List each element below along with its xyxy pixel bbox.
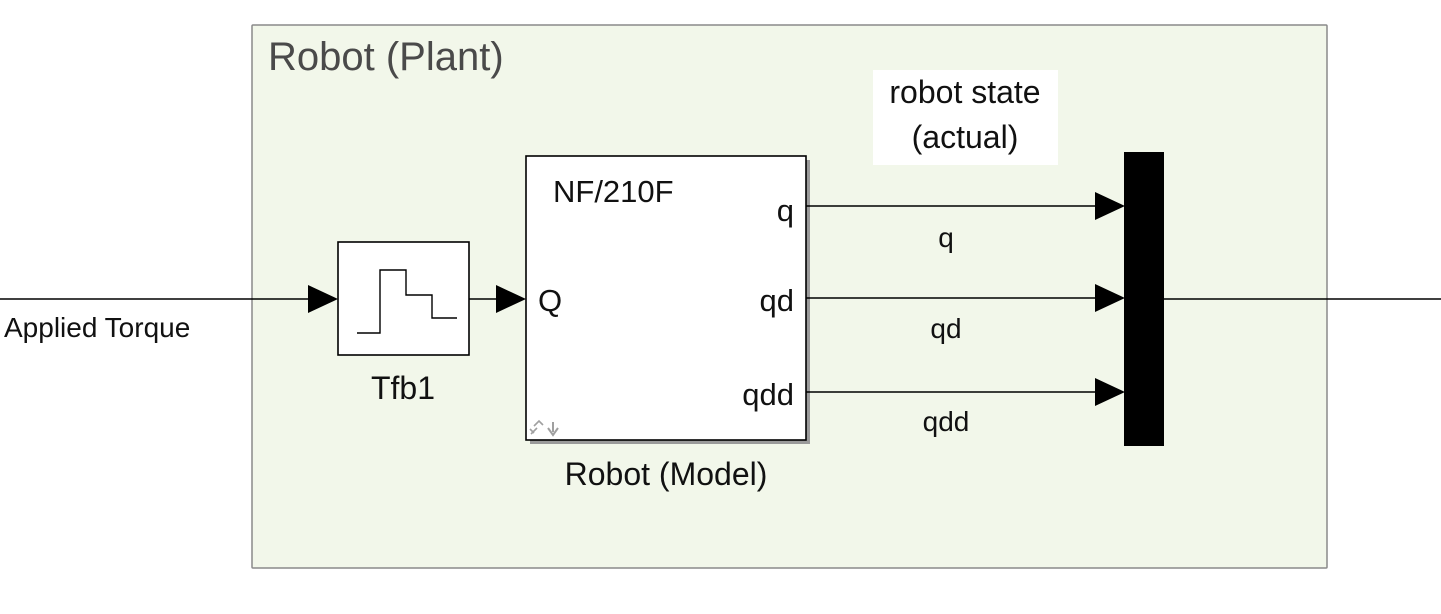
arrowhead-icon [308,285,338,313]
applied-torque-signal-line[interactable] [0,285,338,313]
robot-output-port-qd: qd [760,283,794,318]
mux-block[interactable] [1124,152,1164,446]
tfb1-block[interactable] [337,241,470,356]
annotation-line-1: robot state [889,74,1040,110]
robot-state-annotation[interactable]: robot state (actual) [873,70,1058,165]
robot-output-port-qdd: qdd [742,377,794,412]
robot-output-port-q: q [777,193,794,228]
robot-input-port-q-upper: Q [538,283,562,318]
tfb1-block-name: Tfb1 [371,370,435,406]
mux-bar [1124,152,1164,446]
area-title: Robot (Plant) [268,35,504,79]
robot-model-block-name: Robot (Model) [565,456,768,492]
robot-model-label: NF/210F [553,174,674,209]
tfb1-to-robot-signal-line[interactable] [469,285,526,313]
qd-signal-line[interactable] [806,284,1125,312]
q-signal-label: q [938,222,954,253]
applied-torque-label: Applied Torque [4,312,190,343]
annotation-line-2: (actual) [912,119,1019,155]
robot-model-block[interactable]: NF/210F Q q qd qdd [525,155,810,444]
qd-signal-label: qd [930,313,961,344]
qdd-signal-label: qdd [923,406,970,437]
arrowhead-icon [496,285,526,313]
tfb1-block-body [337,241,470,356]
library-link-icon[interactable] [529,419,559,437]
arrowhead-icon [1095,284,1125,312]
arrowhead-icon [1095,192,1125,220]
q-signal-line[interactable] [806,192,1125,220]
annotation-background [873,70,1058,165]
arrowhead-icon [1095,378,1125,406]
qdd-signal-line[interactable] [806,378,1125,406]
robot-model-block-body [525,155,807,441]
staircase-step-icon [357,269,457,334]
